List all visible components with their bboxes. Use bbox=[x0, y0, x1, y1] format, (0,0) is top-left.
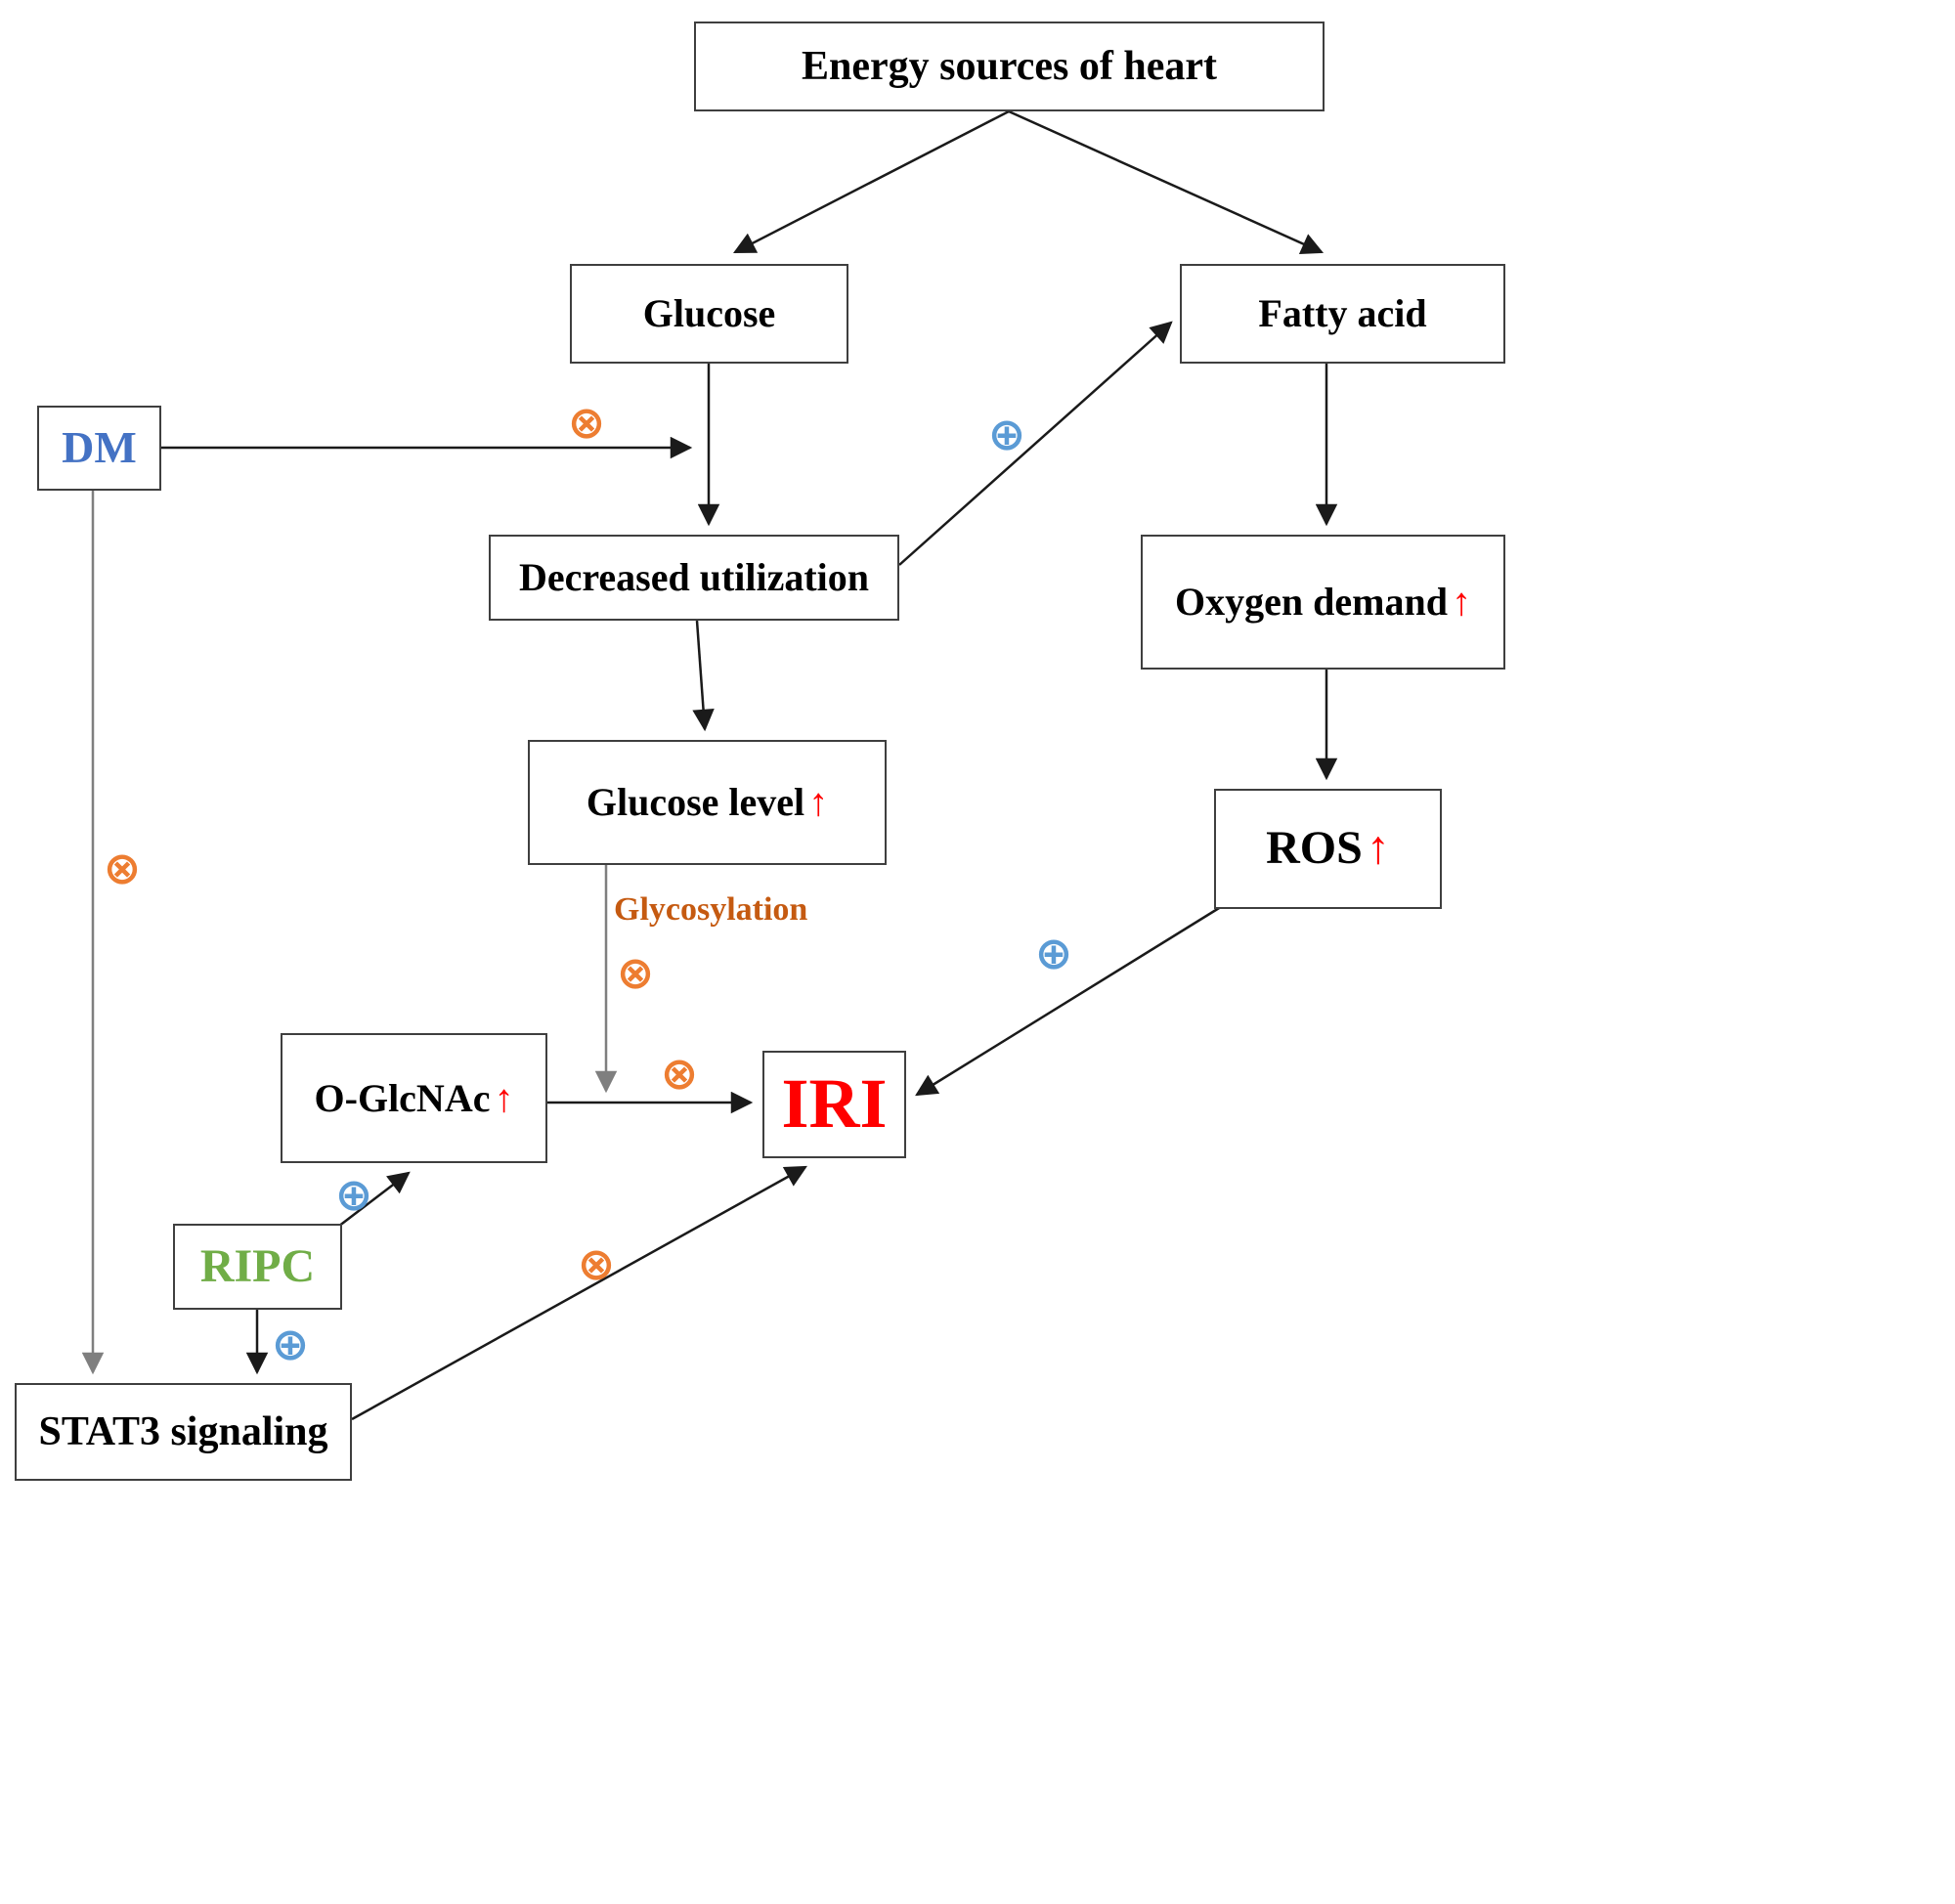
inhibit-symbol-dm-glucose: ⊗ bbox=[567, 396, 606, 449]
node-iri-label: IRI bbox=[781, 1064, 888, 1144]
node-ripc: RIPC bbox=[173, 1224, 342, 1310]
up-arrow-icon: ↑ bbox=[494, 1075, 514, 1120]
node-energy-sources-label: Energy sources of heart bbox=[802, 43, 1217, 89]
node-ros-label: ROS bbox=[1266, 822, 1363, 875]
node-oxygen-demand-label: Oxygen demand bbox=[1175, 580, 1448, 624]
node-glucose-level: Glucose level↑ bbox=[528, 740, 887, 865]
node-decreased-utilization: Decreased utilization bbox=[489, 535, 899, 621]
arrow-energy-to-fatty-acid bbox=[1008, 109, 1325, 254]
node-stat3: STAT3 signaling bbox=[15, 1383, 352, 1481]
node-energy-sources: Energy sources of heart bbox=[694, 22, 1325, 111]
arrow-stat3-to-iri bbox=[351, 1165, 807, 1421]
node-ros: ROS↑ bbox=[1214, 789, 1442, 909]
node-iri: IRI bbox=[762, 1051, 906, 1158]
node-oglcnac: O-GlcNAc↑ bbox=[281, 1033, 547, 1163]
glycosylation-label: Glycosylation bbox=[614, 891, 808, 928]
node-fatty-acid: Fatty acid bbox=[1180, 264, 1505, 364]
up-arrow-icon: ↑ bbox=[808, 780, 829, 824]
node-glucose-level-label: Glucose level bbox=[586, 780, 805, 824]
arrow-decreased-utilization-to-glucose-level bbox=[692, 620, 715, 732]
node-stat3-label: STAT3 signaling bbox=[38, 1408, 328, 1454]
node-oglcnac-label: O-GlcNAc bbox=[314, 1075, 491, 1120]
node-glucose-label: Glucose bbox=[642, 291, 776, 335]
node-glucose: Glucose bbox=[570, 264, 848, 364]
inhibit-symbol-dm-stat3: ⊗ bbox=[103, 842, 142, 894]
inhibit-symbol-stat3-iri: ⊗ bbox=[577, 1237, 616, 1290]
node-oxygen-demand: Oxygen demand↑ bbox=[1141, 535, 1505, 670]
node-decreased-utilization-label: Decreased utilization bbox=[518, 555, 870, 599]
promote-symbol-utilization-fatty: ⊕ bbox=[987, 408, 1026, 460]
up-arrow-icon: ↑ bbox=[1366, 822, 1390, 875]
promote-symbol-ripc-stat3: ⊕ bbox=[271, 1318, 310, 1370]
inhibit-symbol-glycosylation: ⊗ bbox=[616, 946, 655, 999]
up-arrow-icon: ↑ bbox=[1451, 580, 1471, 624]
node-fatty-acid-label: Fatty acid bbox=[1258, 291, 1427, 335]
node-dm-label: DM bbox=[62, 422, 137, 473]
arrow-energy-to-glucose bbox=[732, 109, 1010, 254]
node-dm: DM bbox=[37, 406, 161, 491]
arrow-decreased-utilization-to-fatty-acid bbox=[898, 321, 1173, 566]
promote-symbol-ripc-oglcnac: ⊕ bbox=[334, 1168, 373, 1221]
promote-symbol-ros-iri: ⊕ bbox=[1034, 927, 1073, 979]
inhibit-symbol-oglcnac-iri: ⊗ bbox=[660, 1047, 699, 1100]
node-ripc-label: RIPC bbox=[199, 1239, 316, 1292]
